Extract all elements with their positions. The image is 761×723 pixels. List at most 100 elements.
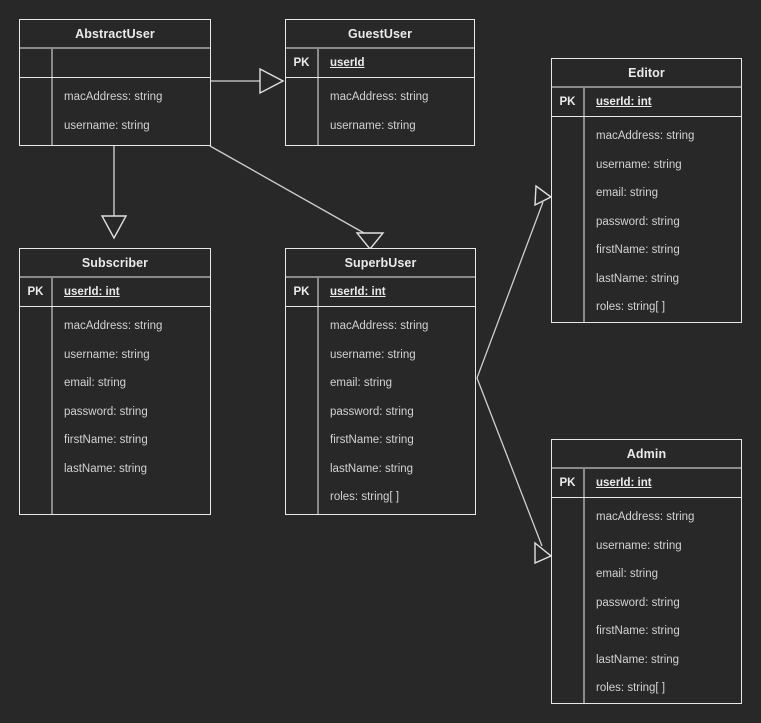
entity-body: PK userId: int macAddress: string userna… [552,88,741,322]
attribute-row: email: string [286,369,475,398]
attribute-row: username: string [20,112,210,141]
attribute-label: username: string [64,348,150,361]
attribute-row: firstName: string [552,236,741,265]
attribute-label: lastName: string [64,462,148,475]
primary-key-row: PK userId: int [20,278,210,307]
primary-key-label: PK [293,286,310,298]
attribute-label: password: string [596,215,680,228]
primary-key-label: PK [293,57,310,69]
entity-body: macAddress: string username: string [20,49,210,145]
attribute-label: password: string [64,405,148,418]
primary-key-label: PK [559,96,576,108]
attribute-list: macAddress: string username: string emai… [286,307,475,512]
relationship-abstractuser-to-guestuser [211,67,285,95]
attribute-row: lastName: string [286,455,475,484]
attribute-label: email: string [330,377,392,390]
attribute-label: firstName: string [596,244,680,257]
attribute-label: lastName: string [330,462,414,475]
attribute-row: username: string [286,112,474,141]
key-column-divider [51,278,53,514]
attribute-row: email: string [20,369,210,398]
primary-key-field: userId [330,57,365,69]
attribute-label: username: string [330,348,416,361]
key-column-divider [583,469,585,703]
entity-title: Admin [552,440,741,469]
entity-body: PK userId: int macAddress: string userna… [20,278,210,514]
attribute-row: roles: string[ ] [286,483,475,512]
primary-key-field: userId: int [596,96,652,108]
attribute-row: roles: string[ ] [552,674,741,703]
attribute-row: macAddress: string [20,83,210,112]
primary-key-label: PK [559,477,576,489]
relationship-abstractuser-to-superbuser [209,145,385,251]
relationship-superbuser-to-editor [476,184,553,379]
attribute-row: roles: string[ ] [552,293,741,322]
attribute-row: password: string [552,589,741,618]
attribute-row: macAddress: string [286,83,474,112]
relationship-abstractuser-to-subscriber [100,146,128,240]
primary-key-field: userId: int [596,477,652,489]
attribute-label: firstName: string [596,625,680,638]
attribute-row: firstName: string [286,426,475,455]
attribute-label: username: string [330,119,416,132]
attribute-label: lastName: string [596,272,680,285]
entity-title: SuperbUser [286,249,475,278]
relationship-superbuser-to-admin [476,377,553,565]
attribute-list: macAddress: string username: string emai… [552,498,741,703]
attribute-row: username: string [20,341,210,370]
key-column-divider [317,49,319,145]
entity-superb-user[interactable]: SuperbUser PK userId: int macAddress: st… [285,248,476,515]
primary-key-row [20,49,210,78]
primary-key-field: userId: int [330,286,386,298]
attribute-list: macAddress: string username: string [286,78,474,140]
attribute-label: macAddress: string [596,511,695,524]
attribute-label: roles: string[ ] [596,301,666,314]
entity-body: PK userId: int macAddress: string userna… [286,278,475,514]
attribute-row: username: string [552,151,741,180]
attribute-label: email: string [596,568,658,581]
entity-abstract-user[interactable]: AbstractUser macAddress: string username… [19,19,211,146]
primary-key-row: PK userId: int [552,88,741,117]
attribute-label: roles: string[ ] [330,491,400,504]
attribute-row: username: string [552,532,741,561]
entity-body: PK userId macAddress: string username: s… [286,49,474,145]
attribute-label: firstName: string [330,434,414,447]
attribute-label: macAddress: string [596,130,695,143]
attribute-row: macAddress: string [552,122,741,151]
attribute-list: macAddress: string username: string [20,78,210,140]
attribute-row: firstName: string [20,426,210,455]
entity-subscriber[interactable]: Subscriber PK userId: int macAddress: st… [19,248,211,515]
attribute-row: password: string [20,398,210,427]
attribute-label: password: string [596,596,680,609]
attribute-row: password: string [552,208,741,237]
entity-title: Subscriber [20,249,210,278]
attribute-row: email: string [552,560,741,589]
key-column-divider [51,49,53,145]
primary-key-label: PK [27,286,44,298]
attribute-row: macAddress: string [20,312,210,341]
attribute-row: username: string [286,341,475,370]
attribute-label: username: string [596,158,682,171]
attribute-list: macAddress: string username: string emai… [20,307,210,483]
entity-editor[interactable]: Editor PK userId: int macAddress: string… [551,58,742,323]
attribute-row: macAddress: string [552,503,741,532]
attribute-row: firstName: string [552,617,741,646]
entity-admin[interactable]: Admin PK userId: int macAddress: string … [551,439,742,704]
attribute-label: firstName: string [64,434,148,447]
attribute-label: macAddress: string [64,320,163,333]
attribute-list: macAddress: string username: string emai… [552,117,741,322]
attribute-label: password: string [330,405,414,418]
primary-key-row: PK userId [286,49,474,78]
attribute-row: macAddress: string [286,312,475,341]
entity-title: Editor [552,59,741,88]
attribute-label: macAddress: string [330,91,429,104]
primary-key-field: userId: int [64,286,120,298]
attribute-label: email: string [64,377,126,390]
entity-guest-user[interactable]: GuestUser PK userId macAddress: string u… [285,19,475,146]
attribute-label: email: string [596,187,658,200]
key-column-divider [317,278,319,514]
attribute-label: roles: string[ ] [596,682,666,695]
key-column-divider [583,88,585,322]
attribute-label: macAddress: string [64,91,163,104]
